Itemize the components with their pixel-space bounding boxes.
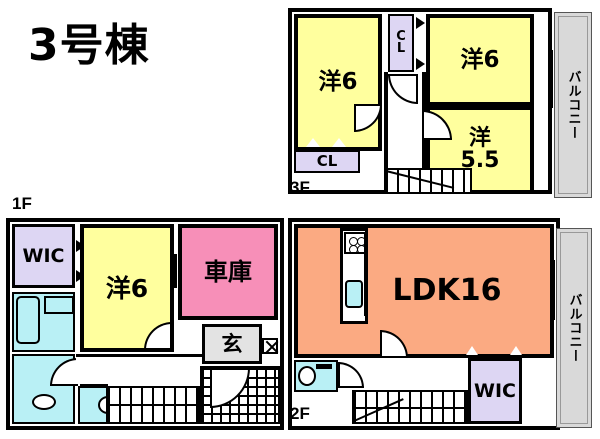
- floor-label-2f: 2F: [290, 404, 310, 423]
- closet-arrow-icon: [306, 138, 320, 147]
- garage-label: 車庫: [204, 258, 252, 286]
- closet-label-cl-lower: CL: [316, 152, 338, 170]
- closet-arrow-icon: [332, 138, 346, 147]
- balcony-rail: [552, 260, 555, 320]
- toilet-tank: [316, 364, 332, 369]
- room-label-yo6-left: 洋6: [318, 69, 358, 95]
- closet-arrow-icon: [510, 346, 522, 355]
- sliding-arrow-icon: [416, 58, 425, 70]
- toilet-bowl-icon: [298, 366, 316, 386]
- washbasin-icon: [32, 394, 56, 410]
- wic-label-1f: WIC: [22, 244, 65, 267]
- room-label-yo: 洋: [468, 126, 491, 151]
- 1f-hallway: [76, 354, 202, 384]
- balcony-label-2f: バルコニー: [566, 293, 582, 363]
- page-title: 3号棟: [28, 20, 150, 71]
- room-western-6-left: 洋6: [294, 14, 382, 151]
- stair-mid-rail: [354, 407, 466, 409]
- entrance-genkan: 玄: [202, 324, 262, 364]
- balcony-inner-edge: [560, 232, 588, 424]
- entrance-door-icon[interactable]: [262, 338, 279, 354]
- floor-plan-3f: 洋6 CL C L 洋6 洋 5.5 バルコニー 3F: [288, 8, 594, 200]
- wic-1f: WIC: [12, 224, 75, 288]
- balcony-rail: [550, 50, 553, 108]
- garage-1f: 車庫: [178, 224, 278, 320]
- stair-rail: [386, 168, 470, 170]
- sliding-arrow-icon: [416, 17, 425, 29]
- closet-cl-upper: C L: [388, 14, 414, 72]
- balcony-label-3f: バルコニー: [565, 70, 581, 140]
- closet-cl-lower: CL: [294, 150, 360, 173]
- room-label-5-5: 5.5: [460, 148, 500, 173]
- wic-label-2f: WIC: [474, 379, 516, 402]
- stair-rail: [108, 386, 198, 388]
- balcony-2f: バルコニー: [556, 228, 592, 428]
- room-label-yo6-1f: 洋6: [105, 273, 149, 303]
- floor-label-1f: 1F: [12, 194, 32, 213]
- stove-icon: [344, 232, 366, 254]
- room-ldk: LDK16: [294, 224, 554, 358]
- counter-edge: [364, 254, 367, 316]
- floor-label-3f: 3F: [290, 178, 310, 197]
- closet-arrow-icon: [466, 346, 478, 355]
- balcony-3f: バルコニー: [554, 12, 592, 198]
- closet-label-cl-l: L: [396, 41, 406, 56]
- closet-label-cl-c: C: [396, 28, 406, 44]
- sink-icon: [345, 280, 363, 308]
- room-western-5-5: 洋 5.5: [426, 106, 534, 194]
- wic-2f: WIC: [468, 358, 522, 424]
- floor-plan-1f: WIC 洋6 車庫 玄 1F: [6, 194, 290, 436]
- bathtub-icon: [16, 296, 40, 344]
- entrance-label: 玄: [221, 331, 243, 356]
- stair-rail: [354, 390, 466, 392]
- window-mark: [172, 254, 177, 288]
- floor-plan-2f: LDK16 WIC バルコニー 2F: [288, 218, 594, 436]
- stair-mid-rail: [108, 404, 198, 406]
- balcony-inner-edge: [558, 16, 588, 194]
- vanity-counter: [44, 296, 74, 314]
- room-western-6-right: 洋6: [426, 14, 534, 106]
- room-label-yo6-right: 洋6: [460, 46, 500, 73]
- room-label-ldk16: LDK16: [392, 273, 502, 308]
